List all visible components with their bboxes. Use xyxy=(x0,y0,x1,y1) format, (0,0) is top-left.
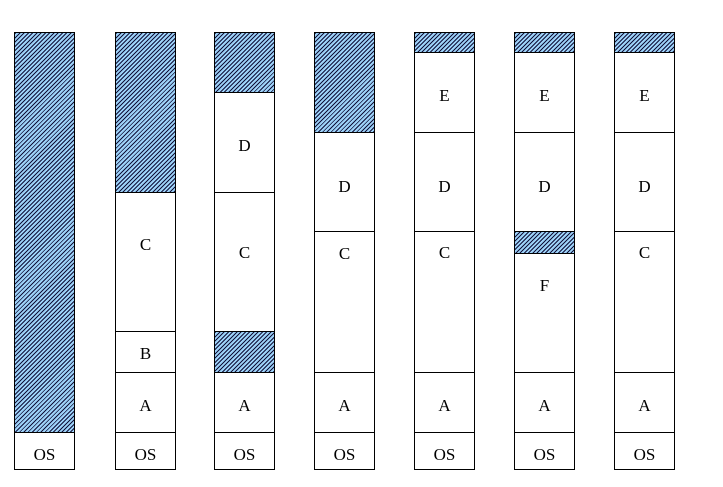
block-label: OS xyxy=(134,445,157,464)
process-block-a: A xyxy=(214,372,275,433)
free-space-block xyxy=(414,32,475,53)
memory-column-stage-6: E D F A OS xyxy=(514,0,575,487)
process-block-d: D xyxy=(614,132,675,232)
process-block-c: C xyxy=(115,192,176,332)
block-label: D xyxy=(338,177,351,196)
free-space-block xyxy=(314,32,375,133)
os-block: OS xyxy=(514,432,575,470)
block-label: F xyxy=(539,276,550,295)
free-space-block xyxy=(614,32,675,53)
free-space-block xyxy=(115,32,176,193)
block-label: C xyxy=(139,235,152,254)
os-block: OS xyxy=(214,432,275,470)
process-block-d: D xyxy=(314,132,375,232)
block-label: E xyxy=(439,86,450,105)
free-space-block xyxy=(214,331,275,373)
process-block-a: A xyxy=(414,372,475,433)
memory-column-stage-2: C B A OS xyxy=(115,0,176,487)
block-label: D xyxy=(538,177,551,196)
os-block: OS xyxy=(414,432,475,470)
free-space-block xyxy=(14,32,75,433)
free-space-block xyxy=(514,231,575,254)
block-label: OS xyxy=(233,445,256,464)
process-block-c: C xyxy=(314,231,375,373)
process-block-c: C xyxy=(414,231,475,373)
memory-column-stage-1: OS xyxy=(14,0,75,487)
block-label: E xyxy=(539,86,550,105)
process-block-a: A xyxy=(514,372,575,433)
block-label: A xyxy=(638,396,651,415)
block-label: A xyxy=(338,396,351,415)
process-block-d: D xyxy=(514,132,575,232)
process-block-f: F xyxy=(514,253,575,373)
process-block-c: C xyxy=(214,192,275,332)
block-label: D xyxy=(438,177,451,196)
block-label: C xyxy=(638,243,651,262)
process-block-e: E xyxy=(614,52,675,133)
block-label: OS xyxy=(333,445,356,464)
block-label: A xyxy=(139,396,152,415)
process-block-a: A xyxy=(115,372,176,433)
memory-column-stage-3: D C A OS xyxy=(214,0,275,487)
block-label: A xyxy=(438,396,451,415)
block-label: OS xyxy=(633,445,656,464)
block-label: OS xyxy=(33,445,56,464)
block-label: E xyxy=(639,86,650,105)
block-label: A xyxy=(238,396,251,415)
process-block-e: E xyxy=(514,52,575,133)
process-block-a: A xyxy=(314,372,375,433)
process-block-d: D xyxy=(414,132,475,232)
process-block-b: B xyxy=(115,331,176,373)
process-block-a: A xyxy=(614,372,675,433)
os-block: OS xyxy=(14,432,75,470)
free-space-block xyxy=(214,32,275,93)
block-label: OS xyxy=(533,445,556,464)
memory-column-stage-5: E D C A OS xyxy=(414,0,475,487)
block-label: C xyxy=(338,244,351,263)
block-label: C xyxy=(438,243,451,262)
os-block: OS xyxy=(314,432,375,470)
process-block-e: E xyxy=(414,52,475,133)
block-label: C xyxy=(238,243,251,262)
memory-column-stage-4: D C A OS xyxy=(314,0,375,487)
process-block-c: C xyxy=(614,231,675,373)
free-space-block xyxy=(514,32,575,53)
os-block: OS xyxy=(614,432,675,470)
block-label: D xyxy=(638,177,651,196)
os-block: OS xyxy=(115,432,176,470)
block-label: D xyxy=(238,136,251,155)
process-block-d: D xyxy=(214,92,275,193)
block-label: OS xyxy=(433,445,456,464)
block-label: B xyxy=(139,344,152,363)
block-label: A xyxy=(538,396,551,415)
memory-column-stage-7: E D C A OS xyxy=(614,0,675,487)
